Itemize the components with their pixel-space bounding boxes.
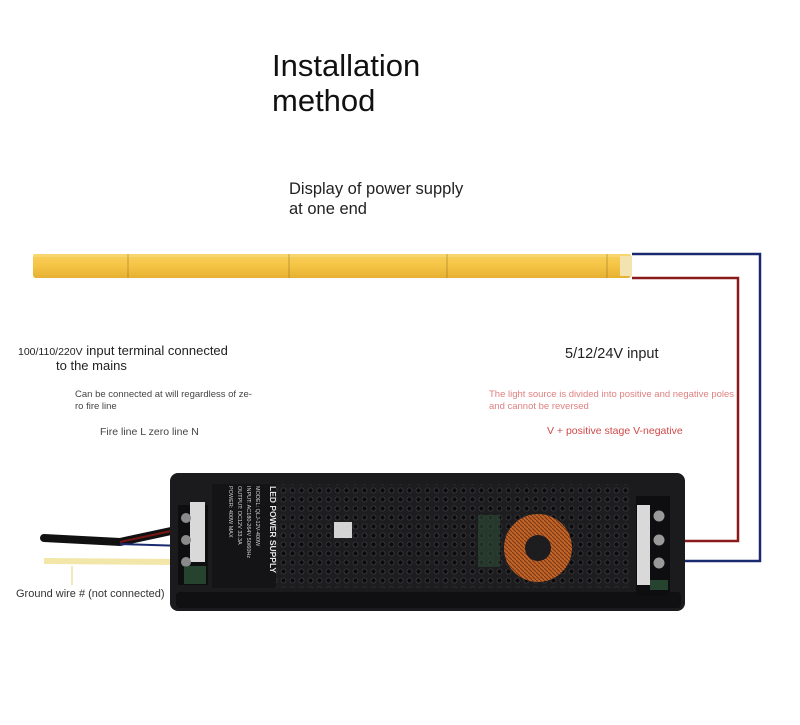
title-line-1: Installation xyxy=(272,48,420,83)
psu-output: OUTPUT: DC12V 33.3A xyxy=(236,486,242,545)
polarity-warning: The light source is divided into positiv… xyxy=(489,389,764,413)
mains-note-line-1: Can be connected at will regardless of z… xyxy=(75,389,280,401)
mains-heading-text: input terminal connected xyxy=(86,343,228,358)
polarity-warning-line-2: and cannot be reversed xyxy=(489,401,764,413)
mains-heading-line2: to the mains xyxy=(56,358,127,373)
title-line-2: method xyxy=(272,83,420,118)
psu-heading: LED POWER SUPPLY xyxy=(268,486,278,573)
page-title: Installation method xyxy=(272,48,420,118)
ground-wire-label: Ground wire # (not connected) xyxy=(16,588,165,600)
psu-model: MODEL: QLJ-12V-400W xyxy=(254,486,260,547)
polarity-note: V + positive stage V-negative xyxy=(547,425,683,437)
psu-input: INPUT: AC180-264V 50/60Hz xyxy=(245,486,251,558)
mains-note-line-2: ro fire line xyxy=(75,401,280,413)
subtitle: Display of power supply at one end xyxy=(289,179,463,219)
dc-input-heading: 5/12/24V input xyxy=(565,346,659,362)
led-strip xyxy=(33,254,632,278)
polarity-warning-line-1: The light source is divided into positiv… xyxy=(489,389,764,401)
input-cable xyxy=(44,528,185,585)
mains-voltage: 100/110/220V xyxy=(18,346,83,358)
fire-zero-line-note: Fire line L zero line N xyxy=(100,426,199,438)
subtitle-line-2: at one end xyxy=(289,199,463,219)
mains-note: Can be connected at will regardless of z… xyxy=(75,389,280,413)
psu-power: POWER: 400W MAX xyxy=(227,486,233,538)
subtitle-line-1: Display of power supply xyxy=(289,179,463,199)
